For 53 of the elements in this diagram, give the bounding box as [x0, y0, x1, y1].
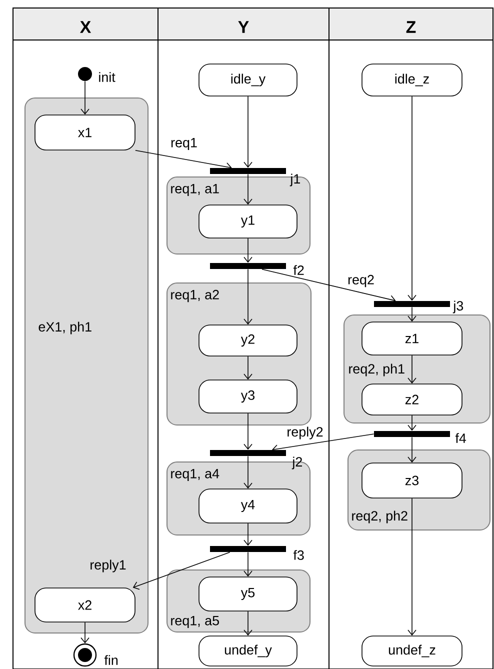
state-box: x2 — [34, 588, 136, 622]
edge-label: req1 — [171, 138, 197, 150]
state-box: z2 — [362, 384, 462, 416]
state-box: y5 — [198, 576, 298, 612]
arrow — [132, 552, 230, 590]
arrow — [244, 523, 252, 546]
sync-bar — [374, 301, 450, 307]
start-dot — [78, 67, 92, 81]
arrow — [244, 238, 252, 263]
state-box: idle_y — [198, 64, 298, 96]
arrow — [408, 498, 416, 636]
arrow — [408, 436, 416, 463]
arrow — [244, 456, 252, 489]
state-box: y1 — [198, 204, 298, 238]
arrow — [244, 611, 252, 636]
arrow — [244, 96, 252, 168]
state-box: idle_z — [362, 64, 462, 96]
arrow — [80, 622, 90, 644]
state-box: undef_y — [198, 636, 298, 666]
arrow — [244, 268, 252, 325]
arrow — [408, 415, 416, 431]
edge-label: req2 — [348, 274, 374, 288]
arrow — [244, 174, 252, 205]
edge-label: reply1 — [90, 560, 126, 572]
arrow — [408, 96, 416, 301]
node-label: f2 — [293, 265, 304, 275]
state-box: z1 — [362, 322, 462, 356]
arrow — [262, 268, 396, 304]
arrow — [244, 356, 252, 380]
sync-bar — [210, 263, 286, 269]
state-box: undef_z — [362, 636, 462, 666]
sync-bar — [210, 546, 286, 552]
state-box: y2 — [198, 324, 298, 356]
arrow — [80, 80, 90, 115]
arrow — [408, 355, 416, 384]
sync-bar — [374, 431, 450, 437]
sync-bar — [210, 450, 286, 456]
node-label: j3 — [452, 300, 464, 314]
node-label: f3 — [293, 550, 304, 560]
node-label: fin — [104, 655, 118, 665]
arrow — [244, 552, 252, 577]
node-label: j1 — [290, 174, 300, 186]
state-box: z3 — [362, 462, 462, 498]
node-label: init — [99, 72, 116, 82]
node-label: f4 — [455, 433, 466, 443]
state-box: y3 — [198, 380, 298, 414]
final-state-circle — [73, 643, 97, 667]
state-box: x1 — [34, 114, 136, 150]
sync-bar — [210, 168, 286, 174]
edge-label: reply2 — [288, 426, 323, 440]
arrow — [408, 306, 416, 322]
state-box: y4 — [198, 488, 298, 524]
arrow — [244, 413, 252, 450]
